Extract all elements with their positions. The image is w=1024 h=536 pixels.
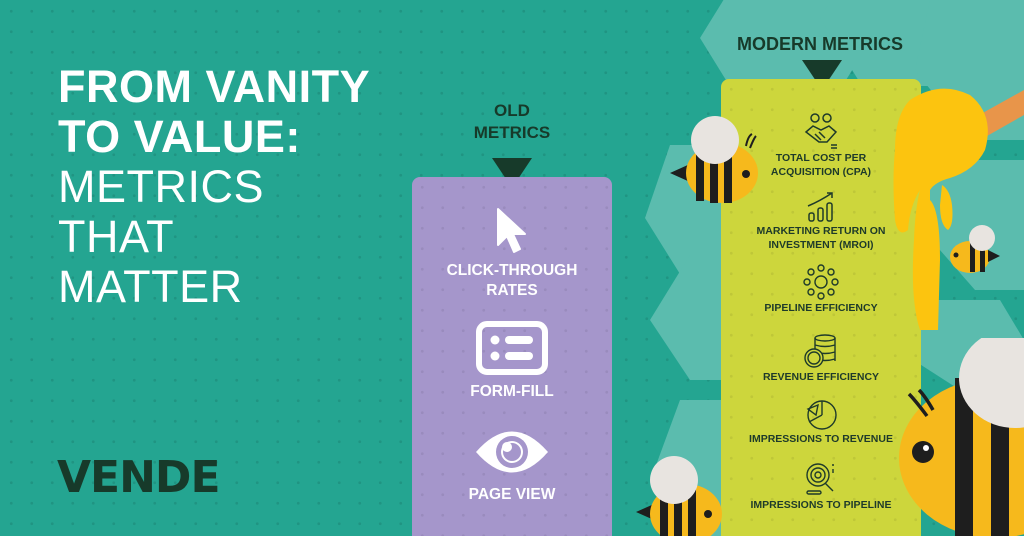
cursor-arrow-icon <box>497 208 526 253</box>
modern-metric-mroi: MARKETING RETURN ON INVESTMENT (MROI) <box>721 191 921 252</box>
modern-metric-label: MARKETING RETURN ON <box>756 225 886 237</box>
headline: FROM VANITY TO VALUE: METRICS THAT MATTE… <box>58 62 370 312</box>
coin-stack-icon <box>804 334 836 368</box>
bee-illustration-right-large <box>899 338 1024 536</box>
bee-illustration-right-small <box>950 225 1000 273</box>
old-metric-label-2: RATES <box>486 282 538 299</box>
modern-metric-impressions-revenue: IMPRESSIONS TO REVENUE <box>721 397 921 447</box>
eye-icon <box>476 431 548 473</box>
old-metrics-title-line-2: METRICS <box>473 123 551 142</box>
pie-chart-icon <box>806 400 837 430</box>
headline-bold-line-2: TO VALUE: <box>58 111 301 162</box>
modern-metric-label: IMPRESSIONS TO PIPELINE <box>750 499 892 511</box>
modern-metric-cpa: TOTAL COST PER ACQUISITION (CPA) <box>721 112 921 179</box>
form-list-icon <box>476 321 548 375</box>
handshake-coins-icon <box>804 113 838 149</box>
old-metrics-panel: CLICK-THROUGH RATES FORM-FILL PAGE VIEW <box>412 177 612 536</box>
modern-metric-label: TOTAL COST PER <box>775 152 867 164</box>
vende-logo: VENDE <box>57 452 221 503</box>
old-metrics-title: OLD METRICS <box>462 100 562 144</box>
modern-metrics-title: MODERN METRICS <box>737 34 903 54</box>
modern-metric-label-2: ACQUISITION (CPA) <box>770 165 872 178</box>
honey-dipper-illustration <box>893 88 1024 330</box>
modern-metric-label: PIPELINE EFFICIENCY <box>764 302 878 314</box>
modern-metric-pipeline-efficiency: PIPELINE EFFICIENCY <box>721 264 921 316</box>
modern-metrics-panel: TOTAL COST PER ACQUISITION (CPA) MARKETI… <box>721 79 921 536</box>
bee-illustration-left-top <box>670 116 758 203</box>
old-metric-label: FORM-FILL <box>470 383 554 400</box>
headline-bold-line-1: FROM VANITY <box>58 61 371 112</box>
old-metric-label: PAGE VIEW <box>468 486 556 503</box>
modern-metric-revenue-efficiency: REVENUE EFFICIENCY <box>721 333 921 385</box>
old-metric-click-through: CLICK-THROUGH RATES <box>412 207 612 301</box>
modern-metric-label: IMPRESSIONS TO REVENUE <box>749 433 893 445</box>
headline-light-line-1: METRICS <box>58 161 264 212</box>
old-metrics-title-line-1: OLD <box>494 101 530 120</box>
growth-chart-icon <box>807 192 833 222</box>
headline-light-line-3: MATTER <box>58 261 243 312</box>
magnifier-target-icon <box>806 463 834 495</box>
modern-metric-impressions-pipeline: IMPRESSIONS TO PIPELINE <box>721 461 921 513</box>
modern-metric-label: REVENUE EFFICIENCY <box>762 371 880 383</box>
network-people-icon <box>803 264 839 300</box>
old-metric-page-view: PAGE VIEW <box>412 425 612 505</box>
headline-light-line-2: THAT <box>58 211 175 262</box>
old-metric-label: CLICK-THROUGH <box>446 262 578 279</box>
old-metric-form-fill: FORM-FILL <box>412 320 612 402</box>
bee-illustration-left-bottom <box>636 456 722 536</box>
modern-metric-label-2: INVESTMENT (MROI) <box>768 238 874 251</box>
